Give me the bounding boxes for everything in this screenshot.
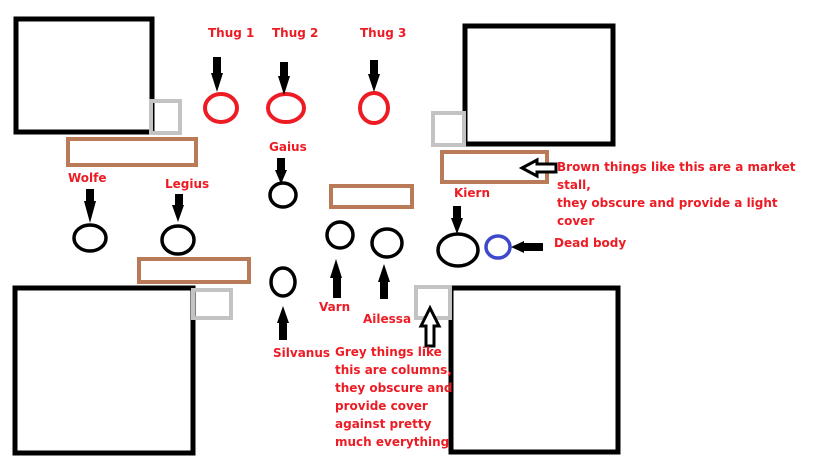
arrow-down-icon <box>278 62 290 95</box>
stall-legend-line: Brown things like this are a market stal… <box>557 160 796 192</box>
ally-label-ailessa: Ailessa <box>363 312 412 326</box>
arrow-up-icon <box>330 259 342 298</box>
column-legend-line: Grey things like <box>335 345 442 359</box>
arrow-left-outline-icon <box>518 157 558 179</box>
ally-label-silvanus: Silvanus <box>273 346 331 360</box>
market-stall <box>137 257 251 284</box>
ally-label-gaius: Gaius <box>269 140 307 154</box>
column-legend-line: they obscure and <box>335 381 453 395</box>
column <box>431 111 466 147</box>
building-top-left <box>13 16 155 135</box>
enemy-token-thug-1 <box>203 92 239 124</box>
ally-label-kiern: Kiern <box>454 186 491 200</box>
market-stall <box>329 184 414 209</box>
arrow-down-icon <box>275 158 287 184</box>
enemy-label-thug-1: Thug 1 <box>208 26 255 40</box>
column <box>191 288 233 320</box>
column-legend-line: against pretty <box>335 417 432 431</box>
dead-body-label: Dead body <box>554 236 627 250</box>
arrow-down-icon <box>368 60 380 92</box>
arrow-up-icon <box>378 264 390 299</box>
column <box>149 99 182 135</box>
ally-token-gaius <box>268 181 298 209</box>
enemy-label-thug-3: Thug 3 <box>360 26 407 40</box>
arrow-down-icon <box>211 57 223 92</box>
enemy-label-thug-2: Thug 2 <box>272 26 319 40</box>
ally-token-kiern <box>436 232 480 268</box>
building-bottom-left <box>12 285 196 456</box>
arrow-up-icon <box>277 306 289 340</box>
enemy-token-thug-3 <box>358 91 390 125</box>
arrow-down-icon <box>84 189 96 223</box>
ally-label-varn: Varn <box>319 300 351 314</box>
building-bottom-right <box>448 285 621 455</box>
arrow-up-outline-icon <box>418 304 442 348</box>
column-legend-line: provide cover <box>335 399 428 413</box>
ally-token-ailessa <box>370 227 404 259</box>
building-top-right <box>462 23 616 147</box>
market-stall <box>66 137 198 167</box>
ally-label-wolfe: Wolfe <box>68 171 107 185</box>
ally-label-legius: Legius <box>165 177 210 191</box>
stall-legend-line: they obscure and provide a light cover <box>557 196 778 228</box>
stall-legend-note: Brown things like this are a market stal… <box>557 158 819 230</box>
arrow-down-icon <box>451 206 463 234</box>
arrow-left-icon <box>511 241 543 253</box>
dead-body-token <box>484 234 512 260</box>
ally-token-silvanus <box>269 266 297 298</box>
ally-token-varn <box>325 220 355 250</box>
column-legend-line: much everything <box>335 435 450 449</box>
ally-token-legius <box>160 224 196 256</box>
column-legend-line: this are columns, <box>335 363 452 377</box>
ally-token-wolfe <box>72 223 108 253</box>
column-legend-note: Grey things like this are columns, they … <box>335 343 453 451</box>
arrow-down-icon <box>172 194 184 222</box>
enemy-token-thug-2 <box>266 92 306 124</box>
